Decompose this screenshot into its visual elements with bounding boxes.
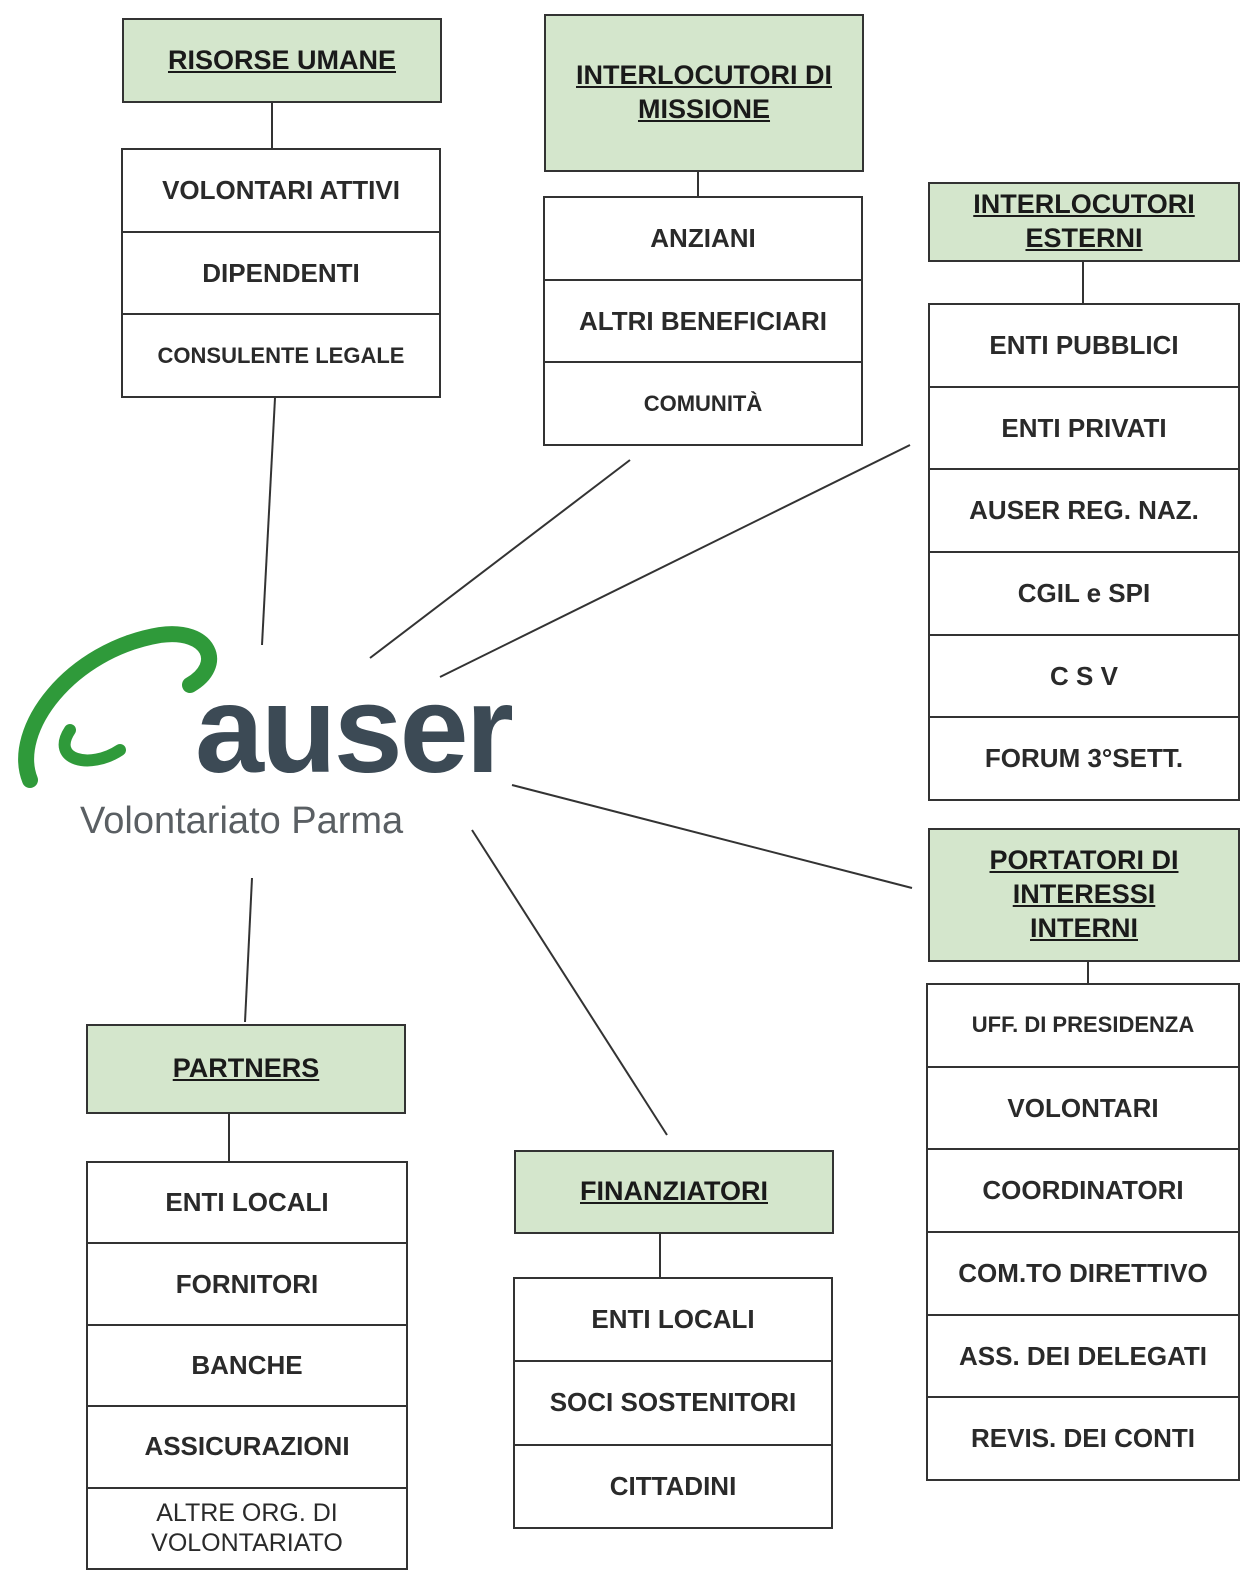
list-item: VOLONTARI (928, 1068, 1238, 1151)
risorse-umane-list: VOLONTARI ATTIVI DIPENDENTI CONSULENTE L… (121, 148, 441, 398)
interlocutori-esterni-list: ENTI PUBBLICI ENTI PRIVATI AUSER REG. NA… (928, 303, 1240, 801)
connector-partners-logo (244, 877, 253, 1023)
interlocutori-missione-header: INTERLOCUTORI DI MISSIONE (544, 14, 864, 172)
connector-risorse-logo (261, 397, 276, 646)
list-item: ENTI LOCALI (515, 1279, 831, 1363)
portatori-header: PORTATORI DI INTERESSI INTERNI (928, 828, 1240, 962)
list-item: VOLONTARI ATTIVI (123, 150, 439, 233)
list-item: DIPENDENTI (123, 233, 439, 316)
list-item: CGIL e SPI (930, 553, 1238, 636)
interlocutori-missione-list: ANZIANI ALTRI BENEFICIARI COMUNITÀ (543, 196, 863, 446)
list-item: ALTRI BENEFICIARI (545, 281, 861, 364)
list-item: CONSULENTE LEGALE (157, 342, 405, 368)
connector-finanziatori-logo (471, 829, 668, 1136)
portatori-list: UFF. DI PRESIDENZA VOLONTARI COORDINATOR… (926, 983, 1240, 1481)
list-item: AUSER REG. NAZ. (930, 470, 1238, 554)
list-item: ASSICURAZIONI (88, 1407, 406, 1489)
finanziatori-header: FINANZIATORI (514, 1150, 834, 1234)
partners-header: PARTNERS (86, 1024, 406, 1114)
list-item: C S V (930, 636, 1238, 719)
list-item: COORDINATORI (928, 1150, 1238, 1234)
list-item: UFF. DI PRESIDENZA (928, 985, 1238, 1068)
swoosh-icon (18, 626, 217, 788)
connector-missione-logo (369, 459, 631, 659)
list-item: CITTADINI (609, 1470, 737, 1501)
list-item: SOCI SOSTENITORI (515, 1362, 831, 1446)
list-item: COMUNITÀ (643, 390, 763, 416)
list-item: ASS. DEI DELEGATI (928, 1316, 1238, 1399)
list-item: ALTRE ORG. DI VOLONTARIATO (151, 1499, 343, 1558)
list-item: FORNITORI (88, 1244, 406, 1326)
logo-brand: auser (195, 661, 514, 799)
list-item: COM.TO DIRETTIVO (928, 1233, 1238, 1316)
list-item: REVIS. DEI CONTI (971, 1423, 1195, 1454)
list-item: ANZIANI (545, 198, 861, 281)
list-item: ENTI PRIVATI (930, 388, 1238, 471)
finanziatori-list: ENTI LOCALI SOCI SOSTENITORI CITTADINI (513, 1277, 833, 1529)
partners-list: ENTI LOCALI FORNITORI BANCHE ASSICURAZIO… (86, 1161, 408, 1570)
connector-esterni-logo (439, 444, 911, 678)
list-item: BANCHE (88, 1326, 406, 1408)
interlocutori-esterni-header: INTERLOCUTORI ESTERNI (928, 182, 1240, 262)
risorse-umane-header: RISORSE UMANE (122, 18, 442, 103)
list-item: ENTI LOCALI (88, 1163, 406, 1245)
list-item: ENTI PUBBLICI (930, 305, 1238, 388)
list-item: FORUM 3°SETT. (984, 743, 1184, 774)
connector-portatori-logo (511, 784, 913, 889)
logo-subtitle: Volontariato Parma (80, 800, 404, 842)
